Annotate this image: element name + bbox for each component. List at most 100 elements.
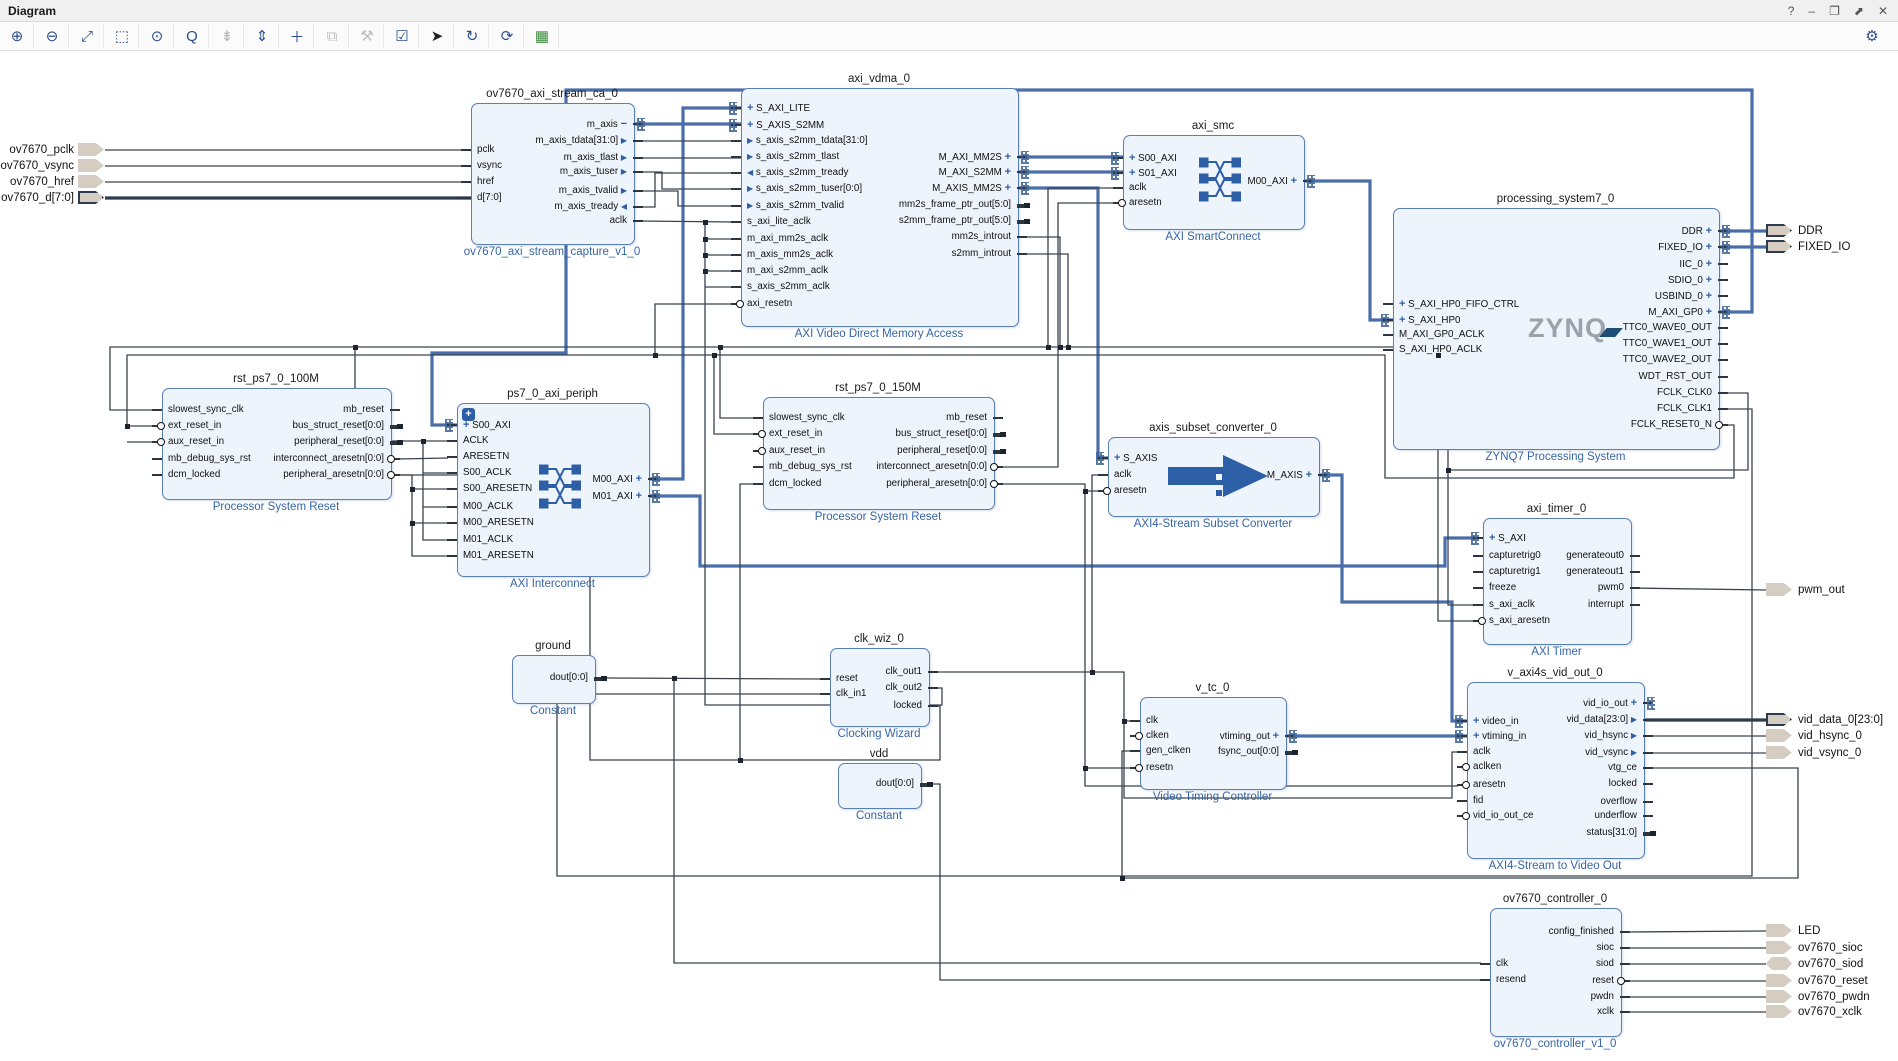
signal-net-wire[interactable] <box>411 489 448 557</box>
search-icon[interactable]: Q <box>176 24 209 48</box>
port-arrow-shape[interactable] <box>1766 713 1792 726</box>
external-output-vid_hsync_0[interactable]: vid_hsync_0 <box>1766 729 1898 743</box>
signal-net-wire[interactable] <box>1092 671 1131 722</box>
bus-wire[interactable] <box>1017 186 1108 460</box>
pin-rst_ps7_0_150M-peripheral_reset_0_0_[interactable]: peripheral_reset[0:0] <box>897 445 987 456</box>
pin-axi_vdma_0-s_axis_s2mm_tvalid[interactable]: ▶ s_axis_s2mm_tvalid <box>747 200 845 211</box>
pin-ov7670_axi_stream_ca_0-aclk[interactable]: aclk <box>609 215 627 226</box>
pin-processing_system7_0-S_AXI_HP0_FIFO_CTRL[interactable]: + S_AXI_HP0_FIFO_CTRL <box>1399 298 1520 310</box>
block-v_tc_0[interactable] <box>1140 697 1287 790</box>
external-output-DDR[interactable]: DDR <box>1766 224 1898 238</box>
pin-ov7670_axi_stream_ca_0-href[interactable]: href <box>477 176 494 187</box>
block-typelabel-rst_ps7_0_100M[interactable]: Processor System Reset <box>212 501 340 513</box>
pin-rst_ps7_0_150M-mb_reset[interactable]: mb_reset <box>946 412 987 423</box>
autofit-selection-icon[interactable]: ⊙ <box>141 24 174 48</box>
pin-rst_ps7_0_100M-ext_reset_in[interactable]: ext_reset_in <box>168 420 222 431</box>
external-output-vid_data_0_23_0_[interactable]: vid_data_0[23:0] <box>1766 713 1898 727</box>
pin-axis_subset_converter_0-aresetn[interactable]: aresetn <box>1114 485 1147 496</box>
signal-net-wire[interactable] <box>928 783 1481 981</box>
pin-processing_system7_0-FCLK_CLK1[interactable]: FCLK_CLK1 <box>1657 403 1712 414</box>
block-ps7_0_axi_periph[interactable] <box>457 403 650 577</box>
pin-v_axi4s_vid_out_0-video_in[interactable]: + video_in <box>1473 715 1519 727</box>
block-typelabel-ov7670_axi_stream_ca_0[interactable]: ov7670_axi_stream_capture_v1_0 <box>463 246 641 258</box>
add-ip-icon[interactable]: ＋ <box>281 24 314 48</box>
block-axi_timer_0[interactable] <box>1483 518 1632 645</box>
interface-connections-icon[interactable]: ▦ <box>526 24 559 48</box>
pin-processing_system7_0-TTC0_WAVE1_OUT[interactable]: TTC0_WAVE1_OUT <box>1622 338 1712 349</box>
block-axi_smc[interactable] <box>1123 135 1305 230</box>
pin-rst_ps7_0_150M-ext_reset_in[interactable]: ext_reset_in <box>769 428 823 439</box>
pin-v_axi4s_vid_out_0-aclken[interactable]: aclken <box>1473 761 1502 772</box>
customize-block-icon[interactable]: ⚒ <box>351 24 384 48</box>
pin-rst_ps7_0_100M-mb_debug_sys_rst[interactable]: mb_debug_sys_rst <box>168 453 251 464</box>
signal-net-wire[interactable] <box>928 474 1099 673</box>
pin-vdd-dout_0_0_[interactable]: dout[0:0] <box>875 778 914 789</box>
pin-ov7670_axi_stream_ca_0-m_axis_tready[interactable]: m_axis_tready ◀ <box>554 201 627 212</box>
pin-processing_system7_0-IIC_0[interactable]: IIC_0 + <box>1679 258 1712 270</box>
zoom-fit-icon[interactable]: ⤢ <box>71 24 104 48</box>
pin-rst_ps7_0_150M-mb_debug_sys_rst[interactable]: mb_debug_sys_rst <box>769 461 852 472</box>
signal-net-wire[interactable] <box>633 190 741 207</box>
pin-axi_vdma_0-m_axis_mm2s_aclk[interactable]: m_axis_mm2s_aclk <box>747 249 834 260</box>
pin-ps7_0_axi_periph-M00_AXI[interactable]: M00_AXI + <box>592 473 642 485</box>
signal-net-wire[interactable] <box>713 355 754 435</box>
pin-axi_vdma_0-m_axi_mm2s_aclk[interactable]: m_axi_mm2s_aclk <box>747 233 829 244</box>
signal-net-wire[interactable] <box>1627 930 1767 933</box>
pin-processing_system7_0-WDT_RST_OUT[interactable]: WDT_RST_OUT <box>1638 371 1712 382</box>
maximize-icon[interactable]: ⬈ <box>1853 3 1864 18</box>
pin-processing_system7_0-SDIO_0[interactable]: SDIO_0 + <box>1667 274 1712 286</box>
pin-axi_timer_0-s_axi_aresetn[interactable]: s_axi_aresetn <box>1489 615 1550 626</box>
signal-net-wire[interactable] <box>1447 470 1476 606</box>
bus-wire[interactable] <box>648 494 1476 568</box>
pin-v_axi4s_vid_out_0-underflow[interactable]: underflow <box>1594 810 1637 821</box>
signal-net-wire[interactable] <box>719 347 755 419</box>
zoom-to-selection-icon[interactable]: ⬚ <box>106 24 139 48</box>
pin-v_tc_0-vtiming_out[interactable]: vtiming_out + <box>1219 730 1279 742</box>
pin-processing_system7_0-TTC0_WAVE0_OUT[interactable]: TTC0_WAVE0_OUT <box>1622 322 1712 333</box>
pin-v_axi4s_vid_out_0-vtg_ce[interactable]: vtg_ce <box>1608 762 1637 773</box>
pin-axi_vdma_0-s_axis_s2mm_tlast[interactable]: ▶ s_axis_s2mm_tlast <box>747 151 840 162</box>
pin-clk_wiz_0-clk_out2[interactable]: clk_out2 <box>885 682 923 693</box>
pin-ov7670_controller_0-xclk[interactable]: xclk <box>1597 1006 1614 1017</box>
pin-ps7_0_axi_periph-M01_AXI[interactable]: M01_AXI + <box>592 490 642 502</box>
pin-ov7670_axi_stream_ca_0-pclk[interactable]: pclk <box>477 144 495 155</box>
pin-rst_ps7_0_150M-bus_struct_reset_0_0_[interactable]: bus_struct_reset[0:0] <box>895 428 988 439</box>
block-typelabel-axi_timer_0[interactable]: AXI Timer <box>1531 646 1582 658</box>
pin-ps7_0_axi_periph-ARESETN[interactable]: ARESETN <box>463 451 510 462</box>
pin-axi_vdma_0-s_axis_s2mm_aclk[interactable]: s_axis_s2mm_aclk <box>747 281 830 292</box>
pin-axi_timer_0-generateout1[interactable]: generateout1 <box>1566 566 1624 577</box>
pin-axi_vdma_0-S_AXI_LITE[interactable]: + S_AXI_LITE <box>747 102 811 114</box>
signal-net-wire[interactable] <box>1017 253 1069 347</box>
pin-ov7670_axi_stream_ca_0-vsync[interactable]: vsync <box>477 160 503 171</box>
signal-net-wire[interactable] <box>1001 202 1114 468</box>
external-input-ov7670_d_7_0_[interactable]: ov7670_d[7:0] <box>0 191 110 205</box>
block-rst_ps7_0_100M[interactable] <box>162 388 392 500</box>
validate-design-icon[interactable]: ☑ <box>386 24 419 48</box>
pin-axi_vdma_0-M_AXIS_MM2S[interactable]: M_AXIS_MM2S + <box>932 182 1011 194</box>
pin-v_axi4s_vid_out_0-fid[interactable]: fid <box>1473 795 1484 806</box>
signal-net-wire[interactable] <box>556 408 1753 877</box>
pin-ps7_0_axi_periph-M01_ARESETN[interactable]: M01_ARESETN <box>463 550 534 561</box>
port-arrow-shape[interactable] <box>78 191 104 204</box>
pin-v_axi4s_vid_out_0-vid_vsync[interactable]: vid_vsync ▶ <box>1585 747 1637 758</box>
signal-net-wire[interactable] <box>1084 491 1458 787</box>
port-arrow-shape[interactable] <box>1766 583 1792 596</box>
pin-v_axi4s_vid_out_0-vid_data_23_0_[interactable]: vid_data[23:0] ▶ <box>1566 714 1637 725</box>
signal-net-wire[interactable] <box>1017 236 1061 347</box>
pin-clk_wiz_0-reset[interactable]: reset <box>836 673 858 684</box>
pin-rst_ps7_0_150M-interconnect_aresetn_0_0_[interactable]: interconnect_aresetn[0:0] <box>876 461 987 472</box>
pin-clk_wiz_0-clk_out1[interactable]: clk_out1 <box>885 666 923 677</box>
pin-ov7670_controller_0-resend[interactable]: resend <box>1496 974 1526 985</box>
pin-rst_ps7_0_100M-peripheral_reset_0_0_[interactable]: peripheral_reset[0:0] <box>294 436 384 447</box>
block-typelabel-ground[interactable]: Constant <box>529 705 577 717</box>
restore-icon[interactable]: ❐ <box>1829 3 1840 18</box>
pin-axi_timer_0-freeze[interactable]: freeze <box>1489 582 1517 593</box>
settings-gear-icon[interactable]: ⚙ <box>1865 28 1879 45</box>
block-typelabel-vdd[interactable]: Constant <box>855 810 903 822</box>
bus-wire[interactable] <box>648 106 741 481</box>
pin-clk_wiz_0-locked[interactable]: locked <box>893 700 922 711</box>
pin-ov7670_axi_stream_ca_0-m_axis_tvalid[interactable]: m_axis_tvalid ▶ <box>558 185 627 196</box>
regenerate-layout-icon[interactable]: ↻ <box>456 24 489 48</box>
pin-ps7_0_axi_periph-M01_ACLK[interactable]: M01_ACLK <box>463 534 514 545</box>
pin-v_axi4s_vid_out_0-vtiming_in[interactable]: + vtiming_in <box>1473 730 1527 742</box>
